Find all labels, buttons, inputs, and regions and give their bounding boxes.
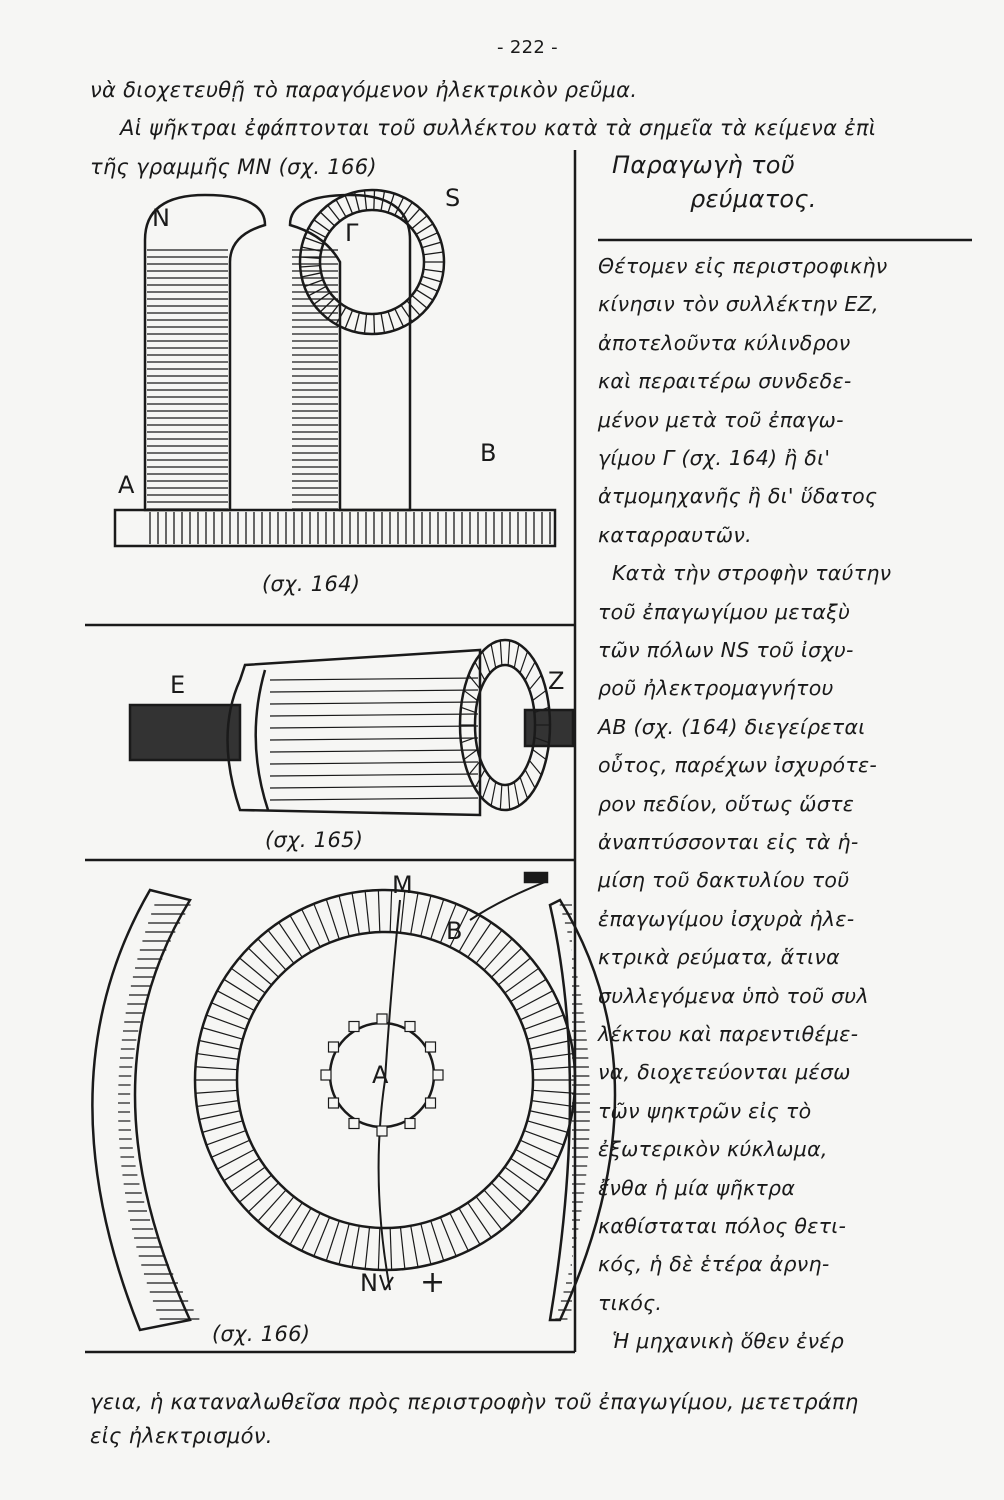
sidebar-line: Θέτομεν εἰς περιστροφικὴν — [598, 254, 888, 278]
section-title: ρεύματος. — [690, 185, 817, 213]
sidebar-line: μένον μετὰ τοῦ ἐπαγω- — [598, 407, 844, 432]
sidebar-line: Ἡ μηχανικὴ ὅθεν ἐνέρ — [612, 1329, 845, 1354]
label-gamma: Γ — [345, 219, 359, 247]
sidebar-line: τοῦ ἐπαγωγίμου μεταξὺ — [598, 599, 851, 624]
sidebar-line: τῶν ψηκτρῶν εἰς τὸ — [598, 1098, 812, 1123]
sidebar-line: οὗτος, παρέχων ἰσχυρότε- — [598, 753, 878, 778]
sidebar-line: καὶ περαιτέρω συνδεδε- — [598, 369, 852, 394]
sidebar-line: κίνησιν τὸν συλλέκτην ΕΖ, — [598, 292, 879, 317]
sidebar-line: τικός. — [598, 1290, 663, 1315]
label-b: B — [446, 917, 463, 945]
sidebar-line: καθίσταται πόλος θετι- — [598, 1214, 847, 1238]
sidebar-line: γίμου Γ (σχ. 164) ἢ δι' — [598, 446, 831, 470]
sidebar-line: λέκτου καὶ παρεντιθέμε- — [598, 1022, 859, 1046]
label-a: A — [118, 471, 135, 499]
sidebar-line: ἐπαγωγίμου ἰσχυρὰ ἠλε- — [598, 906, 855, 931]
closing-line: γεια, ἡ καταναλωθεῖσα πρὸς περιστροφὴν τ… — [90, 1390, 859, 1414]
caption-fig165: (σχ. 165) — [265, 828, 364, 852]
figure-164-magnet — [113, 188, 557, 548]
intro-line: τῆς γραμμῆς ΜΝ (σχ. 166) — [90, 155, 377, 179]
figure-166-ring-armature — [91, 871, 617, 1332]
sidebar-line: Κατὰ τὴν στροφὴν ταύτην — [612, 561, 892, 586]
sidebar-line: τῶν πόλων ΝS τοῦ ἰσχυ- — [598, 638, 854, 662]
sidebar-line: ἔνθα ἡ μία ψῆκτρα — [598, 1175, 796, 1200]
label-b: B — [480, 439, 497, 467]
figure-165-collector — [128, 638, 575, 817]
sidebar-line: να, διοχετεύονται μέσω — [598, 1060, 851, 1085]
sidebar-line: ἀτμομηχανῆς ἢ δι' ὕδατος — [598, 484, 878, 509]
label-e: E — [170, 671, 186, 699]
label-n: N — [152, 204, 170, 232]
sidebar-line: ρον πεδίον, οὕτως ὥστε — [598, 791, 855, 816]
label-z: Z — [548, 667, 565, 695]
label-s: S — [445, 184, 461, 212]
caption-fig164: (σχ. 164) — [262, 572, 361, 596]
sidebar-line: μίση τοῦ δακτυλίου τοῦ — [598, 868, 850, 893]
label-a: A — [372, 1061, 389, 1089]
sidebar-line: ἀποτελοῦντα κύλινδρον — [598, 330, 851, 355]
intro-line: νὰ διοχετευθῇ τὸ παραγόμενον ἠλεκτρικὸν … — [90, 78, 638, 102]
sidebar-line: συλλεγόμενα ὑπὸ τοῦ συλ — [598, 983, 869, 1008]
sidebar-line: ἀναπτύσσονται εἰς τὰ ἡ- — [598, 830, 859, 854]
sidebar-line: κτρικὰ ρεύματα, ἅτινα — [598, 945, 840, 970]
sidebar-line: κός, ἡ δὲ ἑτέρα ἀρνη- — [598, 1252, 830, 1277]
page-number: - 222 - — [497, 37, 558, 58]
sidebar-line: ΑΒ (σχ. (164) διεγείρεται — [598, 714, 866, 739]
section-title: Παραγωγὴ τοῦ — [612, 151, 795, 179]
sidebar-line: ροῦ ἠλεκτρομαγνήτου — [598, 676, 834, 701]
label-n: N — [360, 1269, 378, 1297]
label-m: M — [392, 871, 413, 899]
closing-line: εἰς ἠλεκτρισμόν. — [90, 1424, 273, 1448]
caption-fig166: (σχ. 166) — [212, 1322, 311, 1346]
intro-line: Αἱ ψῆκτραι ἐφάπτονται τοῦ συλλέκτου κατὰ… — [120, 116, 877, 140]
sidebar-line: καταρραυτῶν. — [598, 522, 752, 547]
sidebar-line: ἐξωτερικὸν κύκλωμα, — [598, 1137, 828, 1162]
label-plus: + — [420, 1265, 446, 1300]
